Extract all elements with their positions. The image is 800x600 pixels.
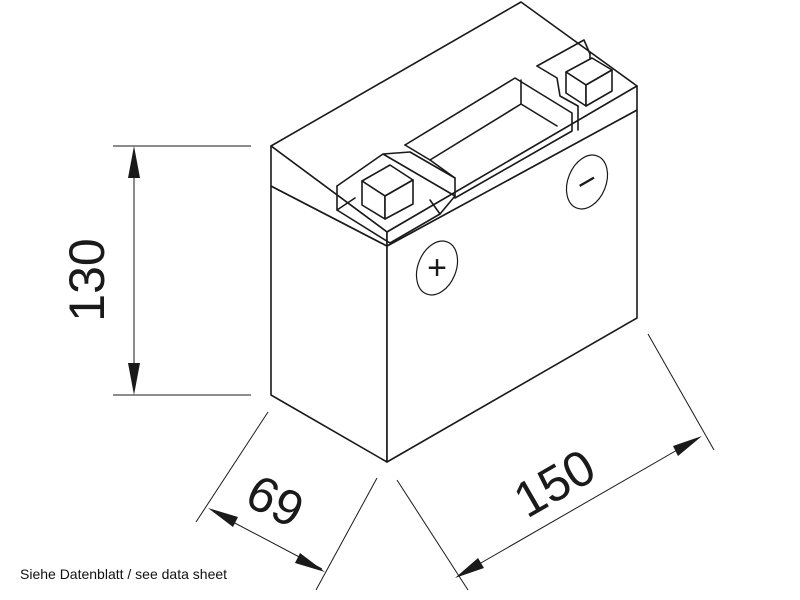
data-sheet-note: Siehe Datenblatt / see data sheet [20,566,228,582]
height-dimension: 130 [59,145,251,396]
height-label: 130 [59,238,115,321]
length-label: 150 [504,438,604,528]
depth-arrow-left [208,508,238,527]
depth-extension-left [195,411,269,523]
positive-terminal [361,164,414,220]
height-arrow-top [128,146,140,178]
plus-circle [415,240,459,296]
length-extension-right [647,333,715,451]
height-arrow-bottom [128,363,140,395]
lid-recess [336,39,591,244]
length-arrow-left [455,558,484,578]
plus-sign: + [427,249,447,287]
depth-label: 69 [238,463,313,538]
length-extension-left [396,479,469,591]
depth-extension-right [315,477,378,591]
plus-symbol: + [415,240,459,296]
negative-terminal [565,57,613,107]
length-dimension-line [459,437,699,576]
depth-arrow-right [295,553,325,572]
minus-circle [565,154,609,210]
length-arrow-right [673,436,702,456]
